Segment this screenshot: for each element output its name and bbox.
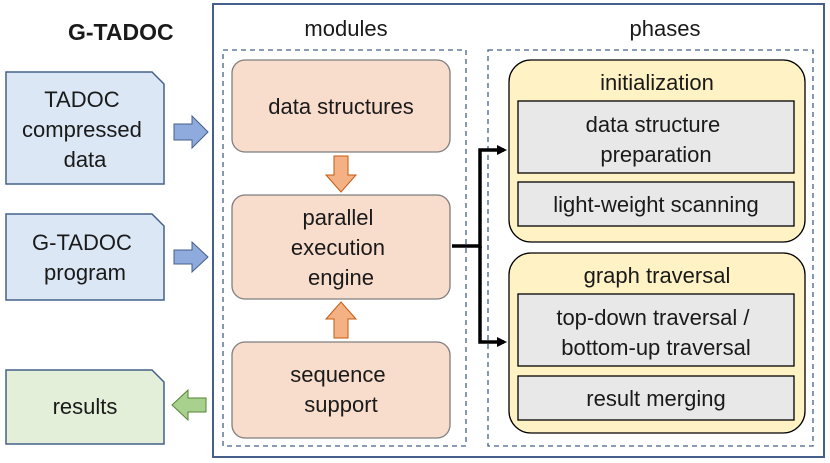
input-label-line: TADOC xyxy=(44,87,119,112)
diagram-title: G-TADOC xyxy=(68,19,174,45)
input-label-line: compressed xyxy=(22,117,142,142)
initialization-phase: initialization data structure preparatio… xyxy=(508,59,806,243)
input-label-line: data xyxy=(64,147,108,172)
step-label-line: data structure xyxy=(586,112,721,137)
step-box xyxy=(517,181,795,227)
module-label-line: sequence xyxy=(290,362,385,387)
input-label-line: program xyxy=(44,260,126,285)
modules-header: modules xyxy=(304,16,387,41)
svg-text:G-TADOC program: G-TADOC program xyxy=(32,230,138,285)
module-label-line: execution xyxy=(291,235,385,260)
svg-text:top-down traversal / bot: top-down traversal / bottom-up traversal xyxy=(556,305,755,360)
g-tadoc-program-node: G-TADOC program xyxy=(5,213,165,301)
arrow-down-to-engine xyxy=(324,155,358,193)
data-structures-module: data structures xyxy=(231,59,451,153)
graph-traversal-phase: graph traversal top-down traversal / bot… xyxy=(508,252,806,434)
phase-title: initialization xyxy=(600,70,714,95)
svg-text:parallel execution: parallel execution engine xyxy=(291,205,391,290)
step-label: result merging xyxy=(586,386,725,411)
step-box xyxy=(517,293,795,367)
phases-header: phases xyxy=(630,16,701,41)
module-label-line: engine xyxy=(308,265,374,290)
arrow-engine-to-graph-traversal xyxy=(478,246,507,347)
step-label-line: top-down traversal / xyxy=(556,305,750,330)
module-label-line: parallel xyxy=(302,205,373,230)
step-box xyxy=(517,375,795,421)
module-label: data structures xyxy=(268,94,414,119)
results-node: results xyxy=(5,369,165,445)
modules-group xyxy=(222,49,467,447)
module-label-line: support xyxy=(304,392,377,417)
arrow-engine-to-initialization xyxy=(452,145,507,248)
arrow-program-in xyxy=(173,240,209,274)
arrow-compressed-data-in xyxy=(173,114,209,150)
results-label: results xyxy=(53,394,118,419)
arrow-results-out xyxy=(171,388,207,422)
system-frame xyxy=(212,3,825,458)
step-label: light-weight scanning xyxy=(553,192,758,217)
parallel-execution-engine-module: parallel execution engine xyxy=(231,194,451,300)
step-box xyxy=(517,100,795,174)
step-label-line: bottom-up traversal xyxy=(561,335,751,360)
phases-group xyxy=(487,49,814,447)
sequence-support-module: sequence support xyxy=(231,341,451,439)
svg-text:TADOC compressed d: TADOC compressed data xyxy=(22,87,148,172)
arrow-up-to-engine xyxy=(324,301,358,339)
tadoc-compressed-data-node: TADOC compressed data xyxy=(5,71,165,185)
step-label-line: preparation xyxy=(600,142,711,167)
svg-text:data structure preparati: data structure preparation xyxy=(586,112,727,167)
svg-text:sequence support: sequence support xyxy=(290,362,392,417)
phase-title: graph traversal xyxy=(584,263,731,288)
input-label-line: G-TADOC xyxy=(32,230,132,255)
